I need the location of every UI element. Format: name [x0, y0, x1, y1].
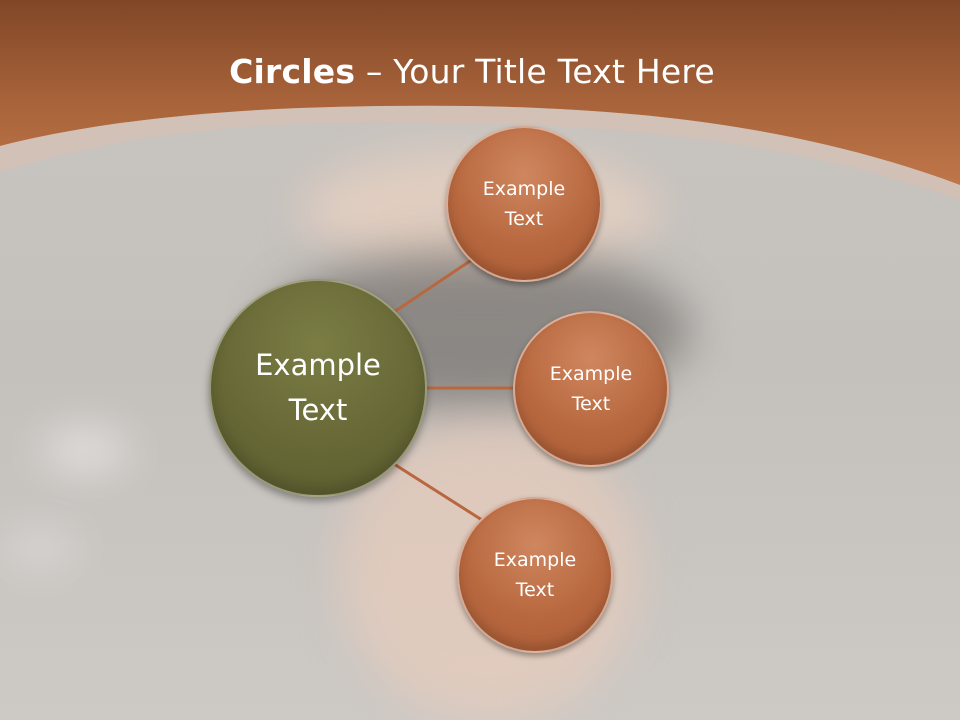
node-circle-middle: Example Text [513, 311, 669, 467]
background-light-spot [0, 530, 80, 566]
header-band [0, 0, 960, 200]
node-circle-label: Example Text [549, 363, 633, 415]
node-circle-label: Example Text [482, 178, 566, 230]
slide-title: Circles – Your Title Text Here [0, 52, 944, 91]
center-circle-label: Example Text [255, 348, 381, 427]
background-light-spot [40, 430, 130, 470]
title-bold: Circles [229, 52, 356, 91]
connector-top [393, 255, 477, 314]
center-circle: Example Text [209, 279, 427, 497]
title-rest: – Your Title Text Here [355, 52, 715, 91]
node-circle-top: Example Text [446, 126, 602, 282]
node-circle-label: Example Text [493, 549, 577, 601]
connector-bottom [393, 462, 483, 522]
node-circle-bottom: Example Text [457, 497, 613, 653]
